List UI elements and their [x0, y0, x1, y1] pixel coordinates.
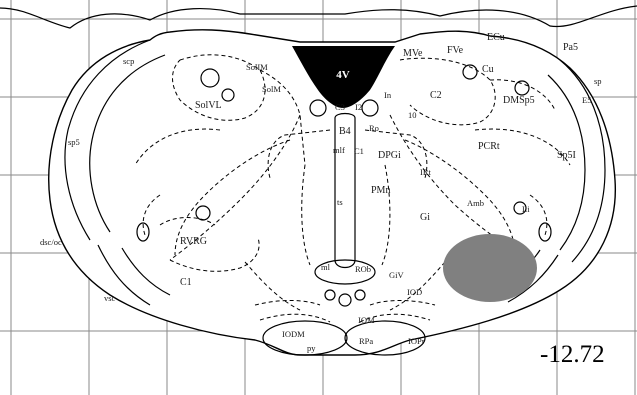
- cerebellum-outline: [0, 6, 637, 28]
- label-Cu: Cu: [482, 64, 494, 75]
- bregma-coordinate-label: -12.72: [540, 341, 605, 368]
- label-Pa5: Pa5: [563, 42, 578, 53]
- lesion-area: [443, 234, 537, 302]
- label-PMn: PMn: [371, 185, 390, 196]
- label-C1-mid: C1: [354, 146, 364, 156]
- label-dsc-oc: dsc/oc: [40, 237, 62, 247]
- label-FVe: FVe: [447, 45, 464, 56]
- label-In: In: [384, 90, 392, 100]
- label-IODM: IODM: [282, 329, 305, 339]
- label-C2: C2: [430, 90, 442, 101]
- label-10: 10: [408, 110, 417, 120]
- label-C1: C1: [180, 277, 192, 288]
- label-Sp5I: Sp5I: [557, 150, 576, 161]
- label-ts: ts: [337, 197, 343, 207]
- label-py: py: [307, 343, 316, 353]
- label-Gi: Gi: [420, 212, 430, 223]
- label-ROb: ROb: [355, 264, 371, 274]
- label-IOD: IOD: [407, 287, 422, 297]
- label-B4: B4: [339, 126, 351, 137]
- label-PCRt: PCRt: [478, 141, 500, 152]
- label-ml: ml: [321, 262, 331, 272]
- label-SolM: SolM: [262, 84, 281, 94]
- label-sp5-left: sp5: [68, 137, 80, 147]
- label-mlf: mlf: [333, 145, 345, 155]
- label-sp: sp: [594, 76, 602, 86]
- label-SolVL: SolVL: [195, 100, 222, 111]
- label-E5: E5: [582, 95, 591, 105]
- label-IOM: IOM: [358, 315, 375, 325]
- label-Ro: Ro: [369, 123, 379, 133]
- label-scp: scp: [123, 56, 134, 66]
- label-DMSp5: DMSp5: [503, 95, 535, 106]
- label-ECu: ECu: [487, 32, 505, 43]
- label-Amb: Amb: [467, 198, 484, 208]
- label-vsc: vsc: [104, 293, 116, 303]
- label-IRt: IRt: [420, 167, 432, 177]
- label-SolIM: SolIM: [246, 62, 268, 72]
- label-DPGi: DPGi: [378, 150, 401, 161]
- label-GiV: GiV: [389, 270, 405, 280]
- label-RVRG: RVRG: [180, 236, 207, 247]
- label-C3: C3: [335, 102, 345, 112]
- label-MVe: MVe: [403, 48, 423, 59]
- label-RPa: RPa: [359, 336, 373, 346]
- label-Li: Li: [522, 204, 530, 214]
- label-4V: 4V: [336, 69, 350, 81]
- label-IOPr: IOPr: [408, 336, 425, 346]
- label-I2: I2: [355, 102, 362, 112]
